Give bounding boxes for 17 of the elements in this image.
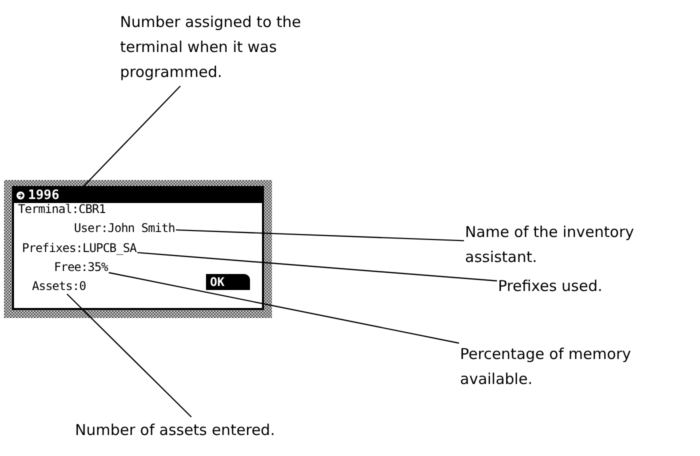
callout-text: Prefixes used.	[498, 274, 638, 299]
screen-text: Free:35%	[54, 260, 108, 274]
callout-text: Number of assets entered.	[75, 418, 335, 443]
window-title: 1996	[28, 188, 60, 203]
screen-text: User:John Smith	[74, 221, 175, 235]
screen-text: Prefixes:LUPCB_SA	[22, 241, 136, 255]
leader-line	[137, 252, 498, 282]
dialog-window	[4, 180, 272, 318]
leader-line	[66, 294, 192, 418]
callout-text: Number assigned to the terminal when it was programmed.	[120, 10, 315, 85]
screen-text: Terminal:CBR1	[18, 202, 106, 216]
callout-text: Name of the inventory assistant.	[465, 220, 695, 270]
ok-button: OK	[206, 274, 250, 290]
screen-text: Assets:0	[32, 279, 86, 293]
leader-line	[176, 229, 464, 242]
leader-line	[108, 272, 460, 344]
callout-text: Percentage of memory available.	[460, 342, 695, 392]
